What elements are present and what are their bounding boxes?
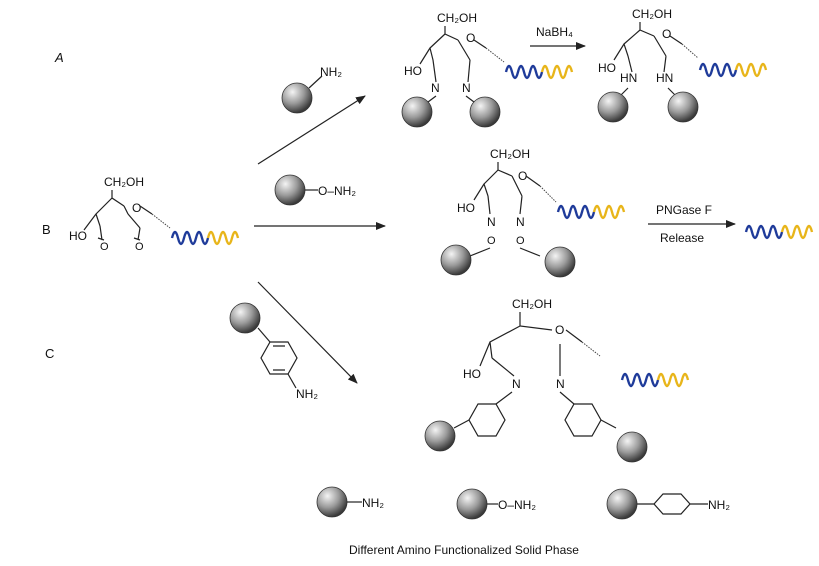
svg-text:HO: HO: [457, 201, 475, 215]
arrow-route-c: [257, 281, 358, 384]
svg-text:CH₂OH: CH₂OH: [104, 175, 144, 189]
svg-text:O: O: [132, 201, 141, 215]
svg-text:CH₂OH: CH₂OH: [490, 147, 530, 161]
svg-text:N: N: [462, 81, 471, 95]
release-label: Release: [660, 231, 704, 245]
route-label-c: C: [45, 346, 54, 361]
arrow-route-a: [257, 95, 366, 165]
route-label-a: A: [54, 50, 64, 65]
reagent-bead-aniline: NH₂: [229, 302, 318, 401]
legend-bead-amine: NH₂: [316, 486, 384, 518]
svg-text:O: O: [555, 323, 564, 337]
svg-text:N: N: [431, 81, 440, 95]
svg-text:N: N: [516, 215, 525, 229]
svg-text:O: O: [135, 241, 144, 253]
svg-text:N: N: [487, 215, 496, 229]
svg-text:N: N: [556, 377, 565, 391]
released-glycan: [744, 224, 814, 240]
svg-text:NH₂: NH₂: [320, 65, 342, 79]
svg-text:CH₂OH: CH₂OH: [632, 7, 672, 21]
route-label-b: B: [42, 222, 51, 237]
figure-caption: Different Amino Functionalized Solid Pha…: [349, 543, 579, 557]
svg-text:NH₂: NH₂: [296, 387, 318, 401]
svg-text:O: O: [518, 169, 527, 183]
svg-text:CH₂OH: CH₂OH: [437, 11, 477, 25]
legend-bead-oxyamine: O–NH₂: [456, 488, 536, 520]
svg-text:NH₂: NH₂: [362, 496, 384, 510]
svg-text:HO: HO: [463, 367, 481, 381]
svg-text:N: N: [512, 377, 521, 391]
svg-text:HN: HN: [620, 71, 637, 85]
svg-text:HO: HO: [404, 64, 422, 78]
product-a-imine: CH₂OH O HO N N: [401, 11, 574, 128]
product-a-amine: CH₂OH O HO HN HN: [597, 7, 768, 123]
product-c-aryl-imine: CH₂OH O HO N N: [424, 297, 690, 463]
legend-bead-aniline: NH₂: [606, 488, 730, 520]
reagent-bead-amine: NH₂: [281, 65, 342, 114]
svg-text:O: O: [100, 241, 109, 253]
svg-text:O–NH₂: O–NH₂: [498, 498, 536, 512]
starting-dialdehyde-glycan: CH₂OH HO O O O: [69, 175, 240, 253]
svg-text:HO: HO: [69, 229, 87, 243]
svg-text:O: O: [466, 31, 475, 45]
reagent-bead-oxyamine: O–NH₂: [274, 174, 356, 206]
svg-text:O: O: [662, 27, 671, 41]
reagent-nabh4: NaBH₄: [536, 25, 573, 39]
product-b-oxime: CH₂OH O HO N N O O: [440, 147, 626, 278]
reagent-pngase-f: PNGase F: [656, 203, 712, 217]
svg-text:O: O: [516, 235, 525, 247]
svg-text:CH₂OH: CH₂OH: [512, 297, 552, 311]
svg-text:HO: HO: [598, 61, 616, 75]
svg-text:O–NH₂: O–NH₂: [318, 184, 356, 198]
svg-text:O: O: [487, 235, 496, 247]
svg-text:NH₂: NH₂: [708, 498, 730, 512]
svg-text:HN: HN: [656, 71, 673, 85]
